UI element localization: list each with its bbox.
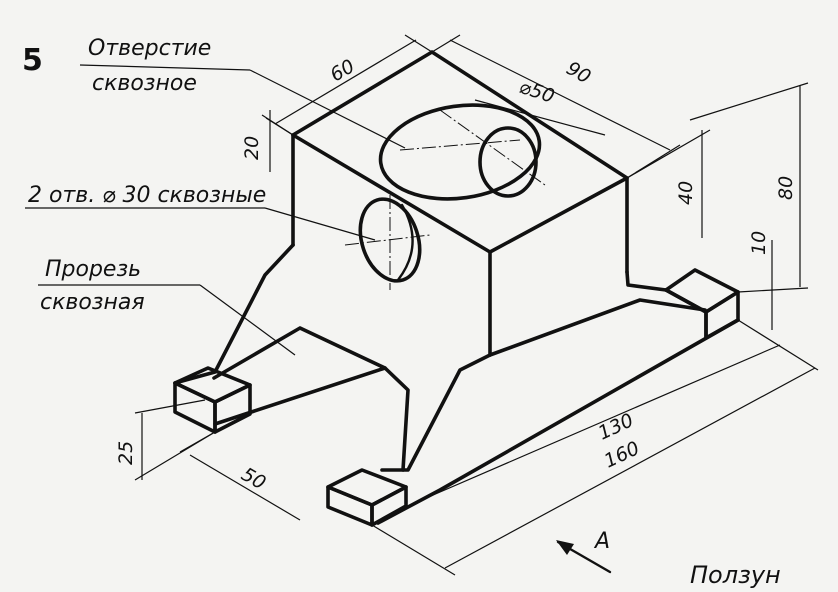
base-right-top <box>625 270 668 292</box>
dim-25: 25 <box>115 441 137 465</box>
center-line <box>399 139 521 151</box>
dim-dia-50: ⌀50 <box>516 76 557 108</box>
dim-10: 10 <box>748 231 770 255</box>
through-hole-label-1: Отверстие <box>88 36 211 61</box>
dim-50: 50 <box>238 463 270 494</box>
view-arrow-icon <box>556 540 612 574</box>
dim-90: 90 <box>563 57 595 88</box>
left-leg-outline <box>173 243 295 385</box>
large-hole <box>378 103 542 201</box>
base-back-edge <box>488 298 707 357</box>
dim-80: 80 <box>775 176 797 200</box>
side-hole-back <box>396 203 414 282</box>
center-line <box>344 234 431 246</box>
figure-number: 5 <box>22 43 43 78</box>
through-hole-label-2: сквозное <box>92 71 197 96</box>
front-leg-side <box>383 366 410 472</box>
side-hole <box>358 197 422 283</box>
dimension-lines <box>134 34 819 576</box>
two-holes-label: 2 отв. ⌀ 30 сквозные <box>28 183 266 208</box>
dim-60: 60 <box>327 55 359 86</box>
slot-label-1: Прорезь <box>45 257 141 282</box>
view-arrow-label: A <box>593 529 610 554</box>
left-leg-inner <box>212 326 387 426</box>
front-leg-outline <box>380 353 492 472</box>
front-foot <box>326 468 408 527</box>
slot-label-2: сквозная <box>40 290 145 315</box>
dim-20: 20 <box>241 136 263 160</box>
part-outline <box>173 50 740 525</box>
leader-lines <box>25 64 406 356</box>
part-name: Ползун <box>690 561 781 589</box>
large-hole-exit <box>478 126 538 198</box>
dim-40: 40 <box>675 181 697 205</box>
